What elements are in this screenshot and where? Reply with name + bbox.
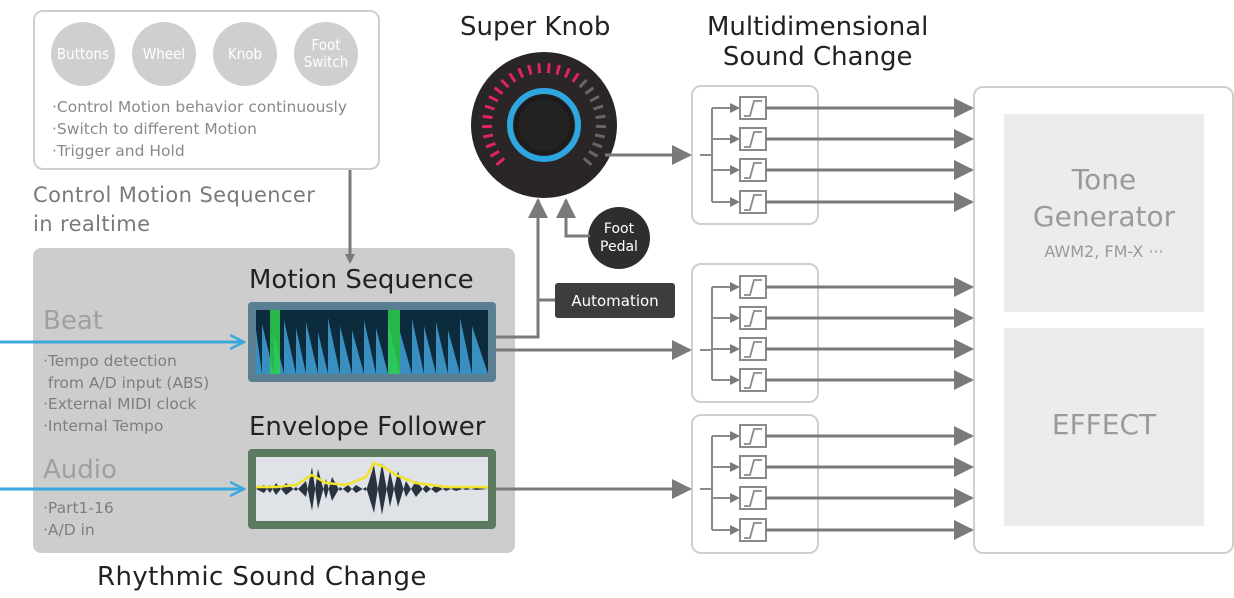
motion-sequence-display [248, 302, 496, 382]
knob-led-tick [482, 114, 493, 120]
effect-label: EFFECT [1051, 408, 1157, 441]
rhythmic-caption: Rhythmic Sound Change [97, 562, 427, 592]
beat-bullet-3: ·Internal Tempo [43, 417, 164, 435]
filter-curve-icon [744, 490, 762, 507]
motion-to-knob-arrow [496, 198, 548, 339]
filter-curve-icon [744, 100, 762, 117]
knob-control: Knob [213, 22, 277, 86]
super-knob-title: Super Knob [460, 12, 611, 42]
foot-pedal: Foot Pedal [588, 207, 650, 269]
envelope-follower-display [248, 449, 496, 529]
knob-led-tick [493, 86, 504, 95]
knob-led-tick [484, 104, 495, 111]
knob-led-tick [485, 142, 496, 149]
knob-led-tick [482, 133, 494, 139]
knob-led-tick [595, 114, 606, 120]
envelope-waveform [256, 461, 488, 515]
filter-curve-icon [744, 341, 762, 358]
filter-curve-icon [744, 459, 762, 476]
knob-led-tick [563, 67, 571, 79]
knob-led-tick [589, 95, 600, 103]
filter-curve-icon [744, 279, 762, 296]
audio-bullet-2: ·A/D in [43, 521, 95, 539]
super-knob [471, 52, 617, 198]
filter-curve-icon [744, 428, 762, 445]
motion-sequence-graph [256, 310, 488, 374]
knob-led-tick [584, 86, 595, 95]
tone-generator-subtitle: AWM2, FM-X ··· [1044, 242, 1164, 261]
beat-bullet-1: ·Tempo detection from A/D input (ABS) [43, 352, 210, 392]
knob-led-tick [500, 78, 510, 89]
filter-curve-icon [744, 310, 762, 327]
buttons-control: Buttons [51, 22, 115, 86]
super-knob-dial [481, 63, 607, 167]
knob-led-tick [489, 149, 500, 158]
tone-generator-box: Tone Generator AWM2, FM-X ··· [1004, 114, 1204, 312]
knob-led-tick [495, 157, 506, 167]
knob-led-tick [592, 142, 603, 149]
envelope-follower-title: Envelope Follower [249, 412, 486, 442]
knob-led-tick [582, 157, 593, 167]
knob-led-tick [593, 104, 604, 111]
filter-curve-icon [744, 162, 762, 179]
knob-led-tick [488, 95, 499, 103]
controls-bullet-3: ·Trigger and Hold [52, 142, 185, 160]
beat-label: Beat [43, 306, 103, 336]
motion-sequence-waveform [256, 310, 488, 374]
beat-bullet-2: ·External MIDI clock [43, 395, 197, 413]
wheel-control: Wheel [132, 22, 196, 86]
effect-box: EFFECT [1004, 328, 1204, 526]
controls-bullet-1: ·Control Motion behavior continuously [52, 98, 348, 116]
filter-curve-icon [744, 372, 762, 389]
knob-led-tick [588, 149, 599, 158]
knob-led-tick [578, 78, 588, 89]
filter-curve-icon [744, 194, 762, 211]
foot-switch-control: Foot Switch [294, 22, 358, 86]
knob-led-tick [546, 63, 551, 74]
audio-label: Audio [43, 455, 117, 485]
motion-sequence-title: Motion Sequence [249, 265, 474, 295]
knob-led-tick [537, 63, 542, 74]
filter-curve-icon [744, 131, 762, 148]
knob-led-tick [594, 133, 606, 139]
knob-led-tick [527, 64, 533, 76]
envelope-follower-graph [256, 457, 488, 521]
multidim-title: Multidimensional Sound Change [707, 12, 929, 72]
knob-led-tick [517, 67, 525, 79]
tone-generator-title: Tone Generator [1032, 163, 1176, 233]
automation-label: Automation [555, 283, 675, 318]
controls-caption: Control Motion Sequencer in realtime [33, 183, 316, 236]
foot-switch-label: Foot Switch [303, 36, 349, 71]
audio-bullet-1: ·Part1-16 [43, 499, 114, 517]
filter-curve-icon [744, 522, 762, 539]
controls-bullet-2: ·Switch to different Motion [52, 120, 257, 138]
knob-led-tick [555, 64, 561, 76]
knob-led-tick [508, 72, 517, 83]
knob-led-tick [571, 72, 580, 83]
pedal-to-knob-arrow [556, 198, 590, 238]
